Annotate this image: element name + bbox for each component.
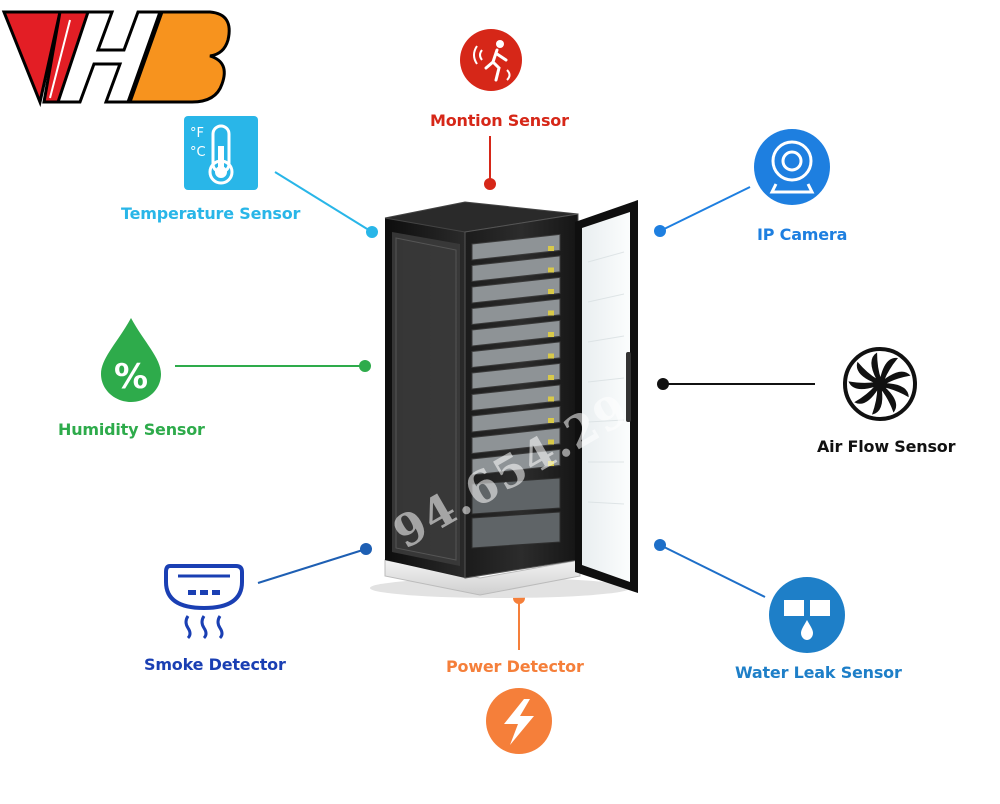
humidity-sensor-label: Humidity Sensor <box>58 420 205 439</box>
server-led <box>548 310 554 316</box>
storage-unit <box>471 477 561 515</box>
server-unit <box>471 384 561 412</box>
temperature-sensor-label: Temperature Sensor <box>121 204 301 223</box>
motion-sensor-label: Montion Sensor <box>430 111 569 130</box>
server-led <box>548 461 554 466</box>
server-led <box>548 332 554 337</box>
fan-icon <box>843 347 917 421</box>
smoke-detector-icon <box>164 564 244 640</box>
smoke-detector-label: Smoke Detector <box>144 655 286 674</box>
server-led <box>548 375 554 380</box>
ip-camera-label: IP Camera <box>757 225 848 244</box>
server-led <box>548 353 554 359</box>
motion-icon <box>460 29 522 91</box>
brand-logo <box>1 10 231 108</box>
lightning-icon <box>486 688 552 754</box>
server-unit <box>471 448 561 476</box>
server-unit <box>471 276 561 304</box>
server-unit <box>471 233 561 261</box>
water-leak-sensor-label: Water Leak Sensor <box>735 663 902 682</box>
server-unit <box>471 255 561 283</box>
server-unit <box>471 405 561 433</box>
air-flow-sensor-label: Air Flow Sensor <box>817 437 956 456</box>
humidity-drop-icon: % <box>101 318 161 402</box>
server-unit <box>471 427 561 455</box>
server-unit <box>471 298 561 326</box>
server-led <box>548 439 554 445</box>
svg-text:%: % <box>114 357 148 397</box>
storage-unit <box>471 511 561 549</box>
camera-icon <box>754 129 830 205</box>
server-units <box>471 233 561 549</box>
power-detector-label: Power Detector <box>446 657 584 676</box>
server-unit <box>471 319 561 347</box>
server-led <box>548 396 554 402</box>
connector-lines <box>175 136 815 650</box>
server-unit <box>471 362 561 390</box>
svg-text:°F: °F <box>190 126 204 141</box>
server-led <box>548 246 554 251</box>
water-leak-icon <box>769 577 845 653</box>
thermometer-icon: °F °C <box>184 116 258 190</box>
server-unit <box>471 341 561 369</box>
server-led <box>548 267 554 273</box>
server-led <box>548 289 554 294</box>
server-led <box>548 418 554 423</box>
svg-text:°C: °C <box>190 145 206 160</box>
server-rack-icon <box>370 200 638 598</box>
